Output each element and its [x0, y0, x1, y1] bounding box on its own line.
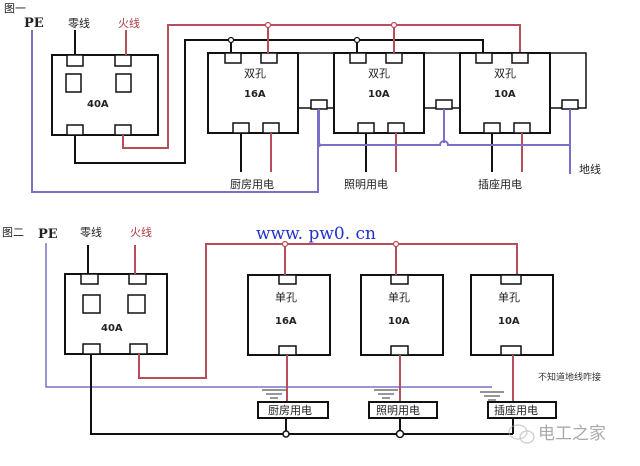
- figure1-neutral-out-wire: [74, 39, 484, 164]
- figure2-label: 图二: [2, 226, 24, 239]
- watermark-text: 电工之家: [538, 424, 606, 444]
- figure2-branch-1-rating: 16A: [275, 316, 297, 327]
- figure1-branch-1: [207, 21, 335, 172]
- figure2-main-rating: 40A: [101, 323, 123, 334]
- figure2-branch-1-load: 厨房用电: [268, 404, 312, 417]
- figure2-branch-2: [360, 240, 444, 439]
- figure1-ground-label: 地线: [579, 162, 601, 176]
- figure1-branch-2: [333, 21, 461, 172]
- figure1-pe-label: PE: [24, 16, 44, 31]
- breaker-terminal: [82, 343, 101, 355]
- breaker-terminal: [114, 54, 132, 67]
- figure2-branch-3-rating: 10A: [498, 316, 520, 327]
- figure2-branch-2-load: 照明用电: [376, 404, 420, 417]
- figure1-branch-3: [459, 52, 587, 172]
- figure2-note: 不知道地线咋接: [538, 371, 601, 383]
- breaker-switch: [65, 73, 82, 93]
- figure2-branch-3-load: 插座用电: [494, 403, 538, 417]
- figure1-live-out-wire: [122, 24, 521, 149]
- figure1-main-rating: 40A: [87, 99, 109, 110]
- breaker-terminal: [66, 124, 84, 136]
- breaker-switch: [127, 294, 146, 314]
- figure2-branch-1: [247, 240, 331, 438]
- figure2-branch-2-type: 单孔: [388, 291, 410, 304]
- figure1-branch-2-rating: 10A: [368, 89, 390, 100]
- breaker-switch: [82, 294, 101, 314]
- figure1-branch-3-type: 双孔: [494, 67, 516, 80]
- breaker-terminal: [80, 273, 99, 285]
- figure2-live-label: 火线: [130, 225, 152, 239]
- website-url: www. pw0. cn: [256, 224, 376, 244]
- figure2-branch-1-type: 单孔: [275, 291, 297, 304]
- breaker-switch: [115, 73, 132, 93]
- figure2-main-breaker: [64, 273, 168, 355]
- figure2-branch-2-rating: 10A: [388, 316, 410, 327]
- figure1-ground-bus: [317, 109, 571, 174]
- figure1-pe-wire: [31, 30, 319, 193]
- figure1-branch-2-type: 双孔: [368, 67, 390, 80]
- figure2-pe-wire: [45, 243, 492, 388]
- figure1-branch-1-load: 厨房用电: [230, 178, 274, 191]
- figure1-branch-1-type: 双孔: [244, 67, 266, 80]
- figure2-pe-label: PE: [38, 227, 58, 242]
- figure1-branch-3-rating: 10A: [494, 89, 516, 100]
- figure1-branch-3-load: 插座用电: [478, 177, 522, 191]
- figure1-label: 图一: [4, 2, 26, 15]
- figure2-neutral-out-wire: [90, 354, 513, 435]
- breaker-terminal: [128, 273, 147, 285]
- breaker-terminal: [129, 343, 148, 355]
- breaker-terminal: [66, 54, 84, 67]
- figure1-branch-1-rating: 16A: [244, 89, 266, 100]
- figure2-branch-3: [470, 274, 557, 434]
- figure1-main-breaker: [51, 54, 159, 136]
- breaker-terminal: [114, 124, 132, 136]
- figure2-neutral-label: 零线: [80, 225, 102, 239]
- figure1-neutral-label: 零线: [68, 16, 90, 30]
- figure2-branch-3-type: 单孔: [498, 291, 520, 304]
- figure2-live-out-wire: [138, 243, 518, 379]
- figure1-branch-2-load: 照明用电: [344, 178, 388, 191]
- figure1-live-label: 火线: [118, 16, 140, 30]
- wechat-logo-icon: [508, 424, 535, 444]
